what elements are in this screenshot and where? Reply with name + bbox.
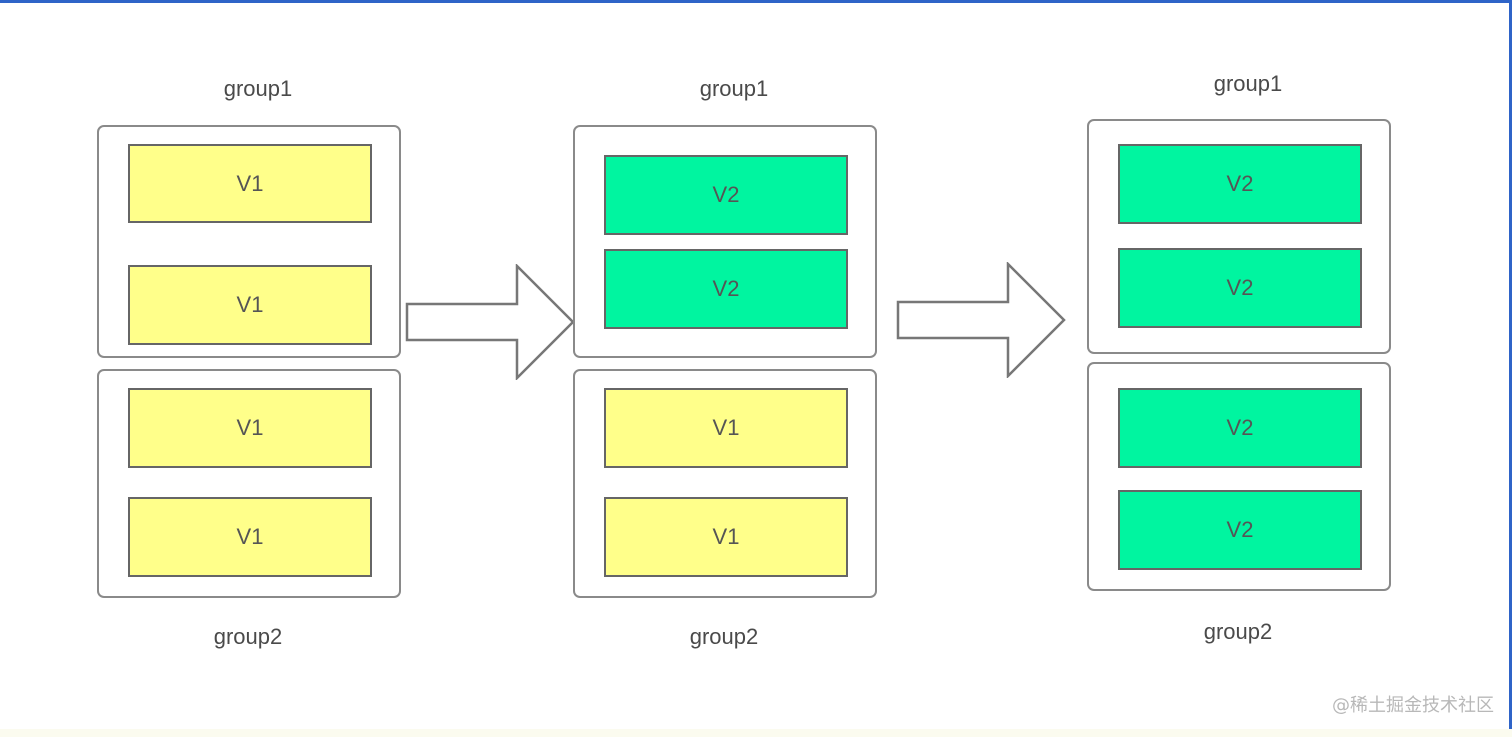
version-box-v1: V1 bbox=[604, 497, 848, 577]
watermark: @稀土掘金技术社区 bbox=[1332, 695, 1494, 716]
version-box-v2: V2 bbox=[1118, 490, 1362, 570]
group2-box: V1 V1 bbox=[97, 369, 401, 598]
version-box-v2: V2 bbox=[1118, 248, 1362, 328]
version-box-v2: V2 bbox=[604, 249, 848, 329]
version-box-v2: V2 bbox=[1118, 388, 1362, 468]
version-box-v1: V1 bbox=[128, 388, 372, 468]
frame-top-border bbox=[0, 0, 1512, 3]
group1-box: V2 V2 bbox=[573, 125, 877, 358]
group2-label: group2 bbox=[213, 624, 283, 649]
version-box-v1: V1 bbox=[128, 144, 372, 223]
group1-label: group1 bbox=[223, 76, 293, 101]
group2-box: V2 V2 bbox=[1087, 362, 1391, 591]
group1-label: group1 bbox=[1213, 71, 1283, 96]
bottom-strip bbox=[0, 729, 1512, 737]
version-box-v2: V2 bbox=[1118, 144, 1362, 224]
version-box-v1: V1 bbox=[604, 388, 848, 468]
right-arrow-icon bbox=[896, 262, 1066, 378]
group2-label: group2 bbox=[1203, 619, 1273, 644]
version-box-v1: V1 bbox=[128, 265, 372, 345]
group1-label: group1 bbox=[699, 76, 769, 101]
right-arrow-icon bbox=[405, 264, 575, 380]
group1-box: V1 V1 bbox=[97, 125, 401, 358]
frame-right-border bbox=[1509, 0, 1512, 737]
group1-box: V2 V2 bbox=[1087, 119, 1391, 354]
group2-box: V1 V1 bbox=[573, 369, 877, 598]
group2-label: group2 bbox=[689, 624, 759, 649]
version-box-v1: V1 bbox=[128, 497, 372, 577]
version-box-v2: V2 bbox=[604, 155, 848, 235]
